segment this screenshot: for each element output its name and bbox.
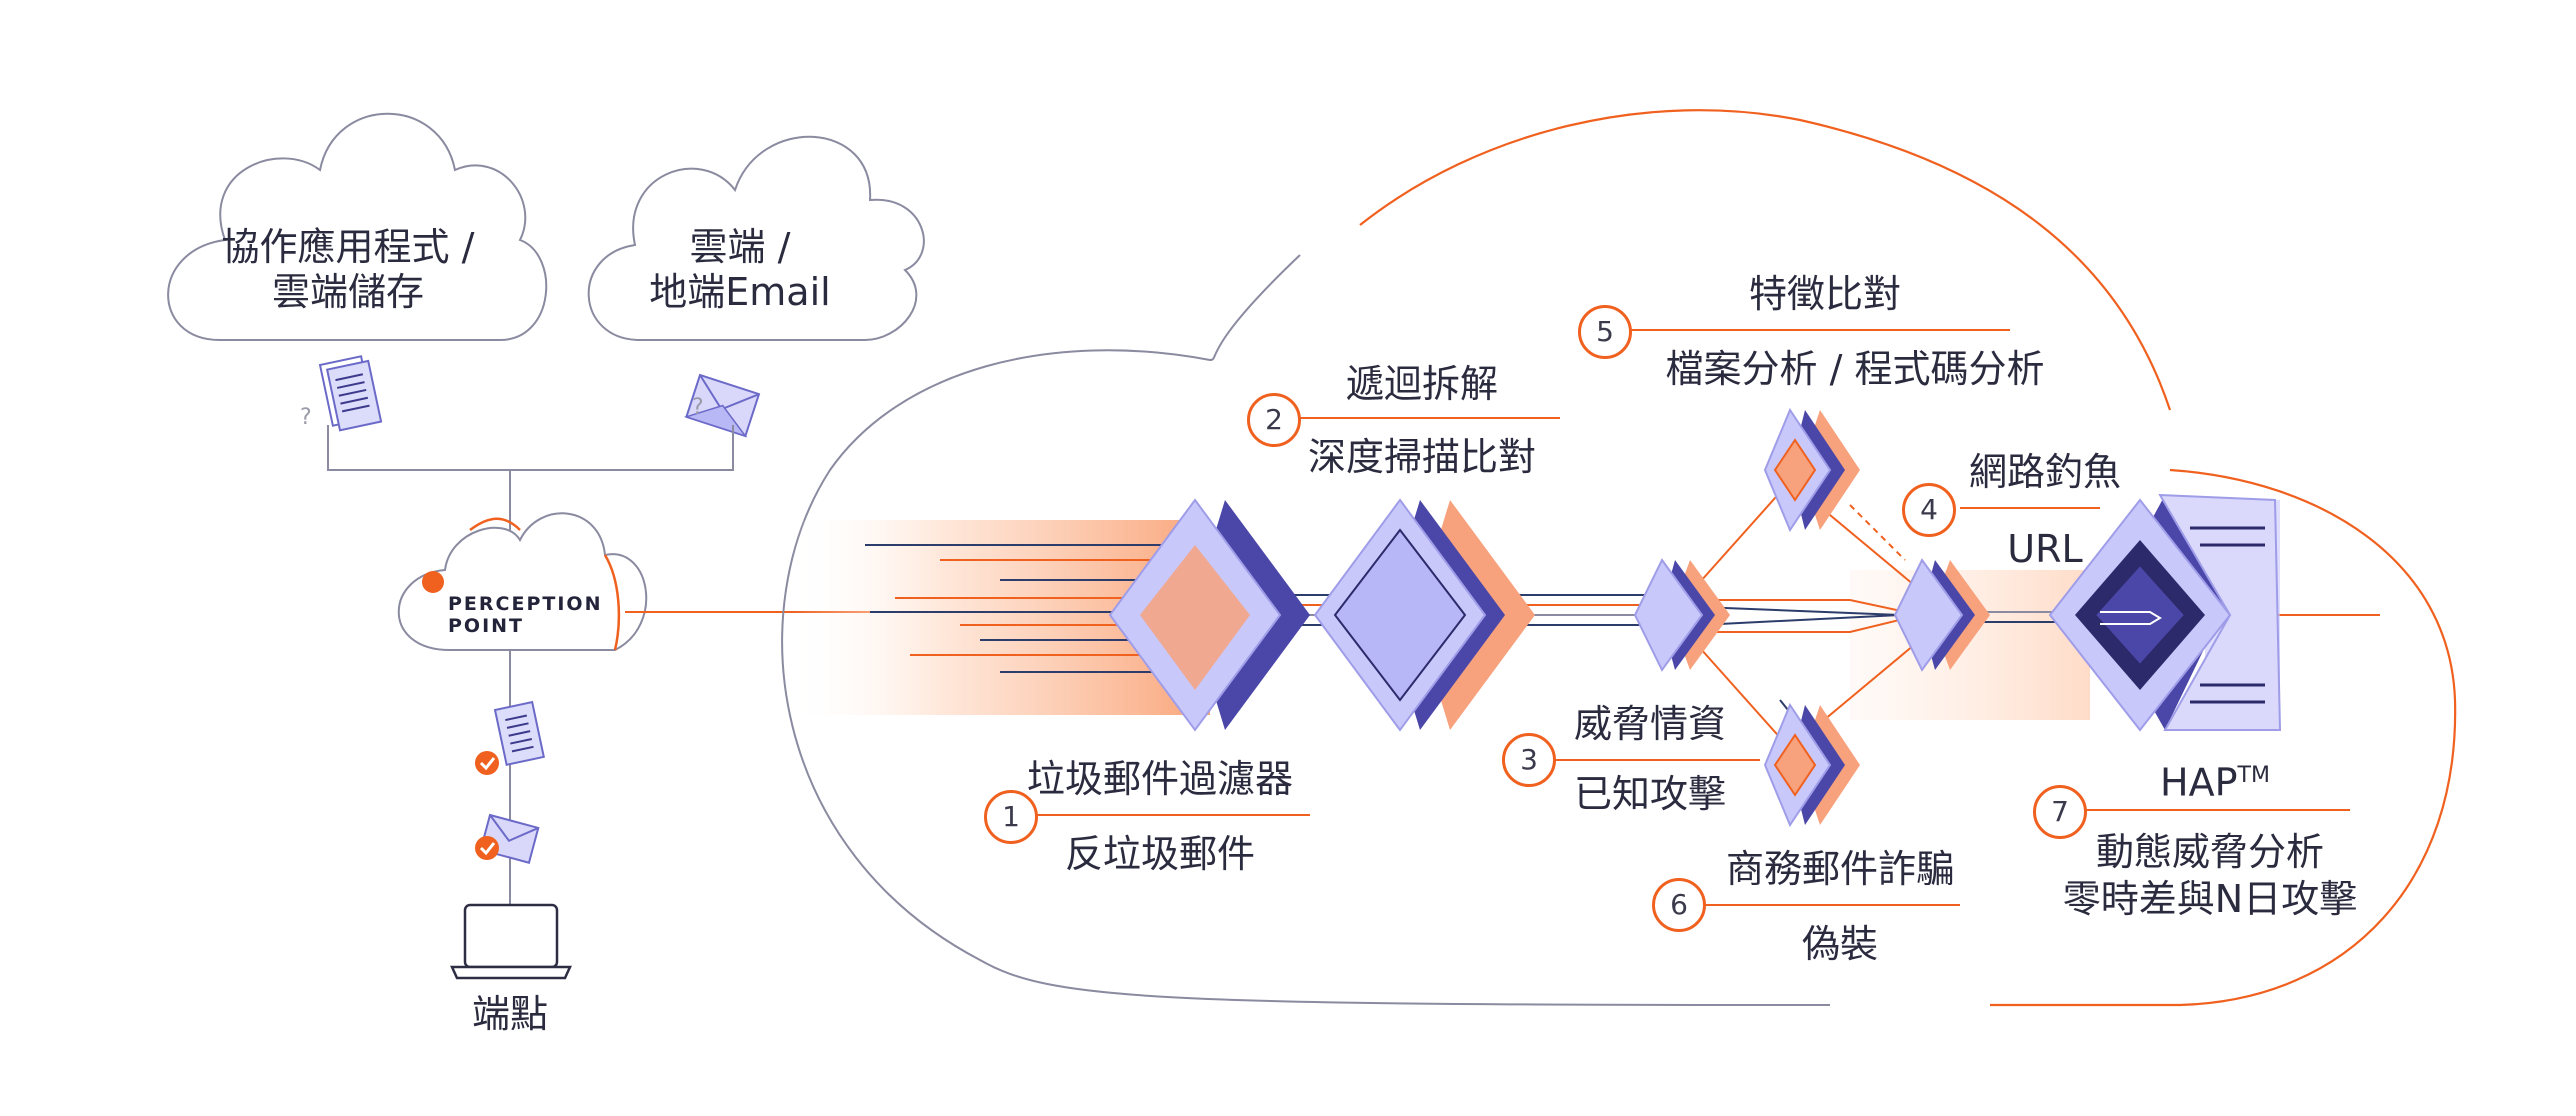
envelope-icon xyxy=(683,373,761,438)
collab-cloud-shape xyxy=(167,112,548,341)
unknown-marker: ? xyxy=(300,405,312,430)
layer-6-subtitle: 偽裝 xyxy=(1801,922,1879,966)
layer-4-diamond xyxy=(1893,558,1990,672)
layer-1-number: 1 xyxy=(984,790,1038,844)
layer-2-title: 遞迴拆解 xyxy=(1345,362,1499,406)
layer-6-diamond xyxy=(1763,702,1860,828)
layer-2-subtitle: 深度掃描比對 xyxy=(1307,435,1537,479)
layer-1-diamond xyxy=(1108,498,1310,732)
layer-5-number: 5 xyxy=(1578,305,1632,359)
layer-6-title: 商務郵件詐騙 xyxy=(1725,847,1955,891)
security-cloud-orange-right xyxy=(1990,468,2457,1007)
layer-4-title: 網路釣魚 xyxy=(1968,450,2122,494)
layer-5-title: 特徵比對 xyxy=(1748,272,1902,316)
endpoint-label: 端點 xyxy=(471,992,549,1036)
layer-7-number: 7 xyxy=(2033,785,2087,839)
layer-1-title: 垃圾郵件過濾器 xyxy=(1026,757,1294,801)
layer-2-number: 2 xyxy=(1247,393,1301,447)
collab-source-line1: 協作應用程式 / xyxy=(221,225,475,269)
layer-5-subtitle: 檔案分析 / 程式碼分析 xyxy=(1665,347,2045,391)
check-icon xyxy=(475,751,499,775)
hub-cloud-shape xyxy=(397,512,648,651)
email-cloud-shape xyxy=(587,135,925,341)
hub-cloud-accent xyxy=(469,517,621,651)
laptop-icon xyxy=(450,903,572,980)
check-icon xyxy=(475,836,499,860)
brand-logo-dot xyxy=(422,571,444,593)
security-cloud-orange xyxy=(1359,109,2172,411)
layer-7-subtitle: 動態威脅分析 xyxy=(2095,830,2325,874)
email-source-line2: 地端Email xyxy=(649,270,831,314)
unknown-marker: ? xyxy=(692,395,704,420)
layer-3-subtitle: 已知攻擊 xyxy=(1573,772,1727,816)
layer-7-subtitle-2: 零時差與N日攻擊 xyxy=(2062,877,2358,921)
layer-6-number: 6 xyxy=(1652,878,1706,932)
layer-3-diamond xyxy=(1633,558,1730,672)
layer-2-diamond xyxy=(1313,498,1535,732)
email-source-line1: 雲端 / xyxy=(689,225,791,269)
label-underlines xyxy=(1010,329,2350,906)
hap-chip xyxy=(2048,493,2282,732)
security-cloud-gray xyxy=(781,254,1831,1006)
layer-3-number: 3 xyxy=(1502,733,1556,787)
collab-source-line2: 雲端儲存 xyxy=(271,270,425,314)
source-connector xyxy=(327,425,734,535)
brand-name-line1: PERCEPTION xyxy=(448,593,603,615)
document-icon xyxy=(318,355,383,432)
layer-7-title: HAPTM xyxy=(2160,760,2270,805)
verified-document-icon xyxy=(493,700,545,766)
layer-4-number: 4 xyxy=(1902,483,1956,537)
layer-3-title: 威脅情資 xyxy=(1573,702,1727,746)
brand-name-line2: POINT xyxy=(448,615,525,637)
layer-4-subtitle: URL xyxy=(2007,527,2083,571)
layer-5-diamond xyxy=(1763,407,1860,533)
layer-1-subtitle: 反垃圾郵件 xyxy=(1064,832,1256,876)
